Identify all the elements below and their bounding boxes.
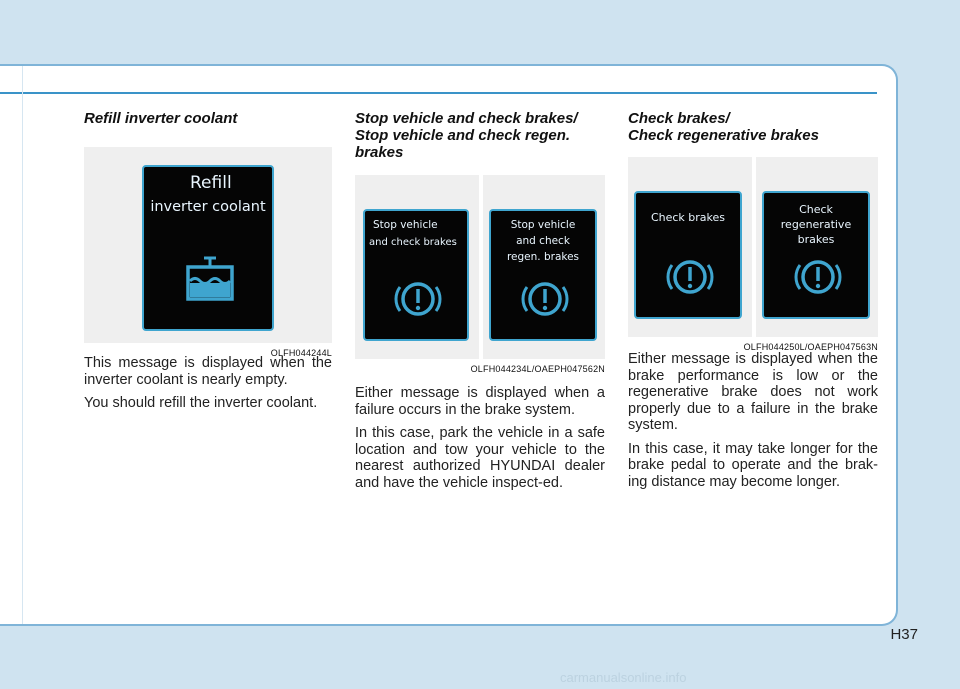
figure-coolant-message: Refill inverter coolant OLFH044244L xyxy=(84,147,332,358)
section-title: Stop vehicle and check brakes/ Stop vehi… xyxy=(355,110,605,161)
screen-text-line: Stop vehicle xyxy=(373,219,438,231)
margin-line xyxy=(22,66,23,624)
body-paragraph: This message is displayed when the inver… xyxy=(84,355,332,388)
figure-check-brakes-messages: Check brakes Check regenerative brakes xyxy=(628,157,878,352)
header-rule xyxy=(0,92,877,94)
section-title-line: Check brakes/ xyxy=(628,110,730,127)
section-check-brakes: Check brakes/ Check regenerative brakes … xyxy=(628,110,878,497)
brake-warning-icon xyxy=(665,255,715,299)
screen-text-line: and check brakes xyxy=(369,237,457,248)
body-paragraph: Either message is displayed when a failu… xyxy=(355,385,605,418)
screen-text-line: regen. brakes xyxy=(506,251,580,263)
screen-text-line: Check brakes xyxy=(650,211,726,224)
section-title: Refill inverter coolant xyxy=(84,110,332,127)
display-screen: Stop vehicle and check brakes xyxy=(363,209,469,341)
screen-text-line: inverter coolant xyxy=(150,199,266,215)
figure-code: OLFH044244L xyxy=(270,348,332,358)
section-title-line: Check regenerative brakes xyxy=(628,127,819,144)
figure-code: OLFH044234L/OAEPH047562N xyxy=(470,364,605,374)
figure-divider xyxy=(479,175,483,359)
display-screen: Check brakes xyxy=(634,191,742,319)
body-paragraph: Either message is displayed when the bra… xyxy=(628,351,878,433)
display-screen: Check regenerative brakes xyxy=(762,191,870,319)
body-paragraph: In this case, park the vehicle in a safe… xyxy=(355,425,605,491)
figure-brake-messages: Stop vehicle and check brakes Stop vehic… xyxy=(355,175,605,374)
brake-warning-icon xyxy=(793,255,843,299)
screen-text-line: Check xyxy=(799,203,833,216)
section-title-line: brakes xyxy=(355,144,404,161)
display-screen: Stop vehicle and check regen. brakes xyxy=(489,209,597,341)
body-paragraph: You should refill the inverter coolant. xyxy=(84,395,318,411)
screen-text-line: brakes xyxy=(797,233,835,246)
display-screen: Refill inverter coolant xyxy=(142,165,274,331)
coolant-reservoir-icon xyxy=(184,255,236,303)
screen-text-line: and check xyxy=(516,235,570,247)
figure-code: OLFH044250L/OAEPH047563N xyxy=(743,342,878,352)
body-paragraph: In this case, it may take longer for the… xyxy=(628,440,878,490)
screen-text-line: regenerative xyxy=(780,218,852,231)
watermark: carmanualsonline.info xyxy=(560,670,687,685)
screen-text-line: Refill xyxy=(190,173,232,193)
section-title-line: Stop vehicle and check brakes/ xyxy=(355,110,578,127)
section-title: Check brakes/ Check regenerative brakes xyxy=(628,110,878,144)
brake-warning-icon xyxy=(393,277,443,321)
brake-warning-icon xyxy=(520,277,570,321)
section-title-line: Stop vehicle and check regen. xyxy=(355,127,571,144)
section-title-line: Refill inverter coolant xyxy=(84,110,238,127)
figure-divider xyxy=(752,157,756,337)
page-number: H37 xyxy=(890,626,918,643)
section-refill-inverter-coolant: Refill inverter coolant Refill inverter … xyxy=(84,110,332,419)
section-stop-vehicle-check-brakes: Stop vehicle and check brakes/ Stop vehi… xyxy=(355,110,605,498)
screen-text-line: Stop vehicle xyxy=(510,219,576,231)
